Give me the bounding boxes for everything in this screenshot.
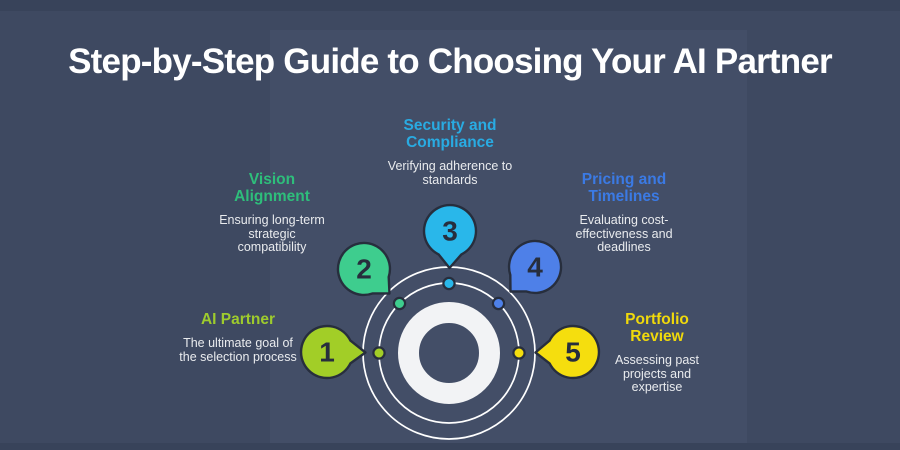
step-dot-4 [491, 296, 506, 311]
background-center-panel [270, 30, 747, 450]
bubble-number-3: 3 [442, 216, 458, 247]
step-description-2: Ensuring long-term strategic compatibili… [219, 213, 325, 254]
step-bubble-1: 1 [299, 324, 367, 380]
bubble-shape-5 [534, 324, 601, 380]
step-text-block-1: AI Partner The ultimate goal of the sele… [158, 311, 318, 364]
step-label-3: Security and Compliance [403, 117, 497, 151]
step-bubble-2: 2 [336, 241, 392, 297]
page-title: Step-by-Step Guide to Choosing Your AI P… [68, 42, 833, 81]
step-label-5: Portfolio Review [625, 311, 689, 345]
step-dot-1 [372, 346, 386, 360]
step-description-3: Verifying adherence to standards [387, 159, 513, 187]
bubble-shape-2 [336, 241, 392, 297]
step-label-1: AI Partner [200, 311, 276, 328]
step-description-4: Evaluating cost-effectiveness and deadli… [575, 213, 673, 254]
bubble-shape-3 [422, 203, 478, 270]
step-bubble-4: 4 [507, 239, 563, 295]
step-bubble-3: 3 [422, 203, 478, 270]
step-text-block-2: Vision Alignment Ensuring long-term stra… [192, 171, 352, 255]
step-dot-2 [392, 296, 407, 311]
background-bottom-band [0, 443, 900, 450]
bubble-number-2: 2 [356, 254, 372, 285]
ring-core [398, 302, 500, 404]
bubble-shape-4 [507, 239, 563, 295]
bubble-number-5: 5 [565, 337, 581, 368]
step-bubble-5: 5 [534, 324, 601, 380]
step-text-block-4: Pricing and Timelines Evaluating cost-ef… [544, 171, 704, 255]
step-description-1: The ultimate goal of the selection proce… [179, 336, 297, 364]
background-top-band [0, 0, 900, 11]
step-description-5: Assessing past projects and expertise [614, 353, 700, 394]
bubble-number-1: 1 [319, 337, 335, 368]
step-label-4: Pricing and Timelines [581, 171, 667, 205]
step-dot-5 [512, 346, 526, 360]
step-label-2: Vision Alignment [234, 171, 310, 205]
step-dot-3 [442, 276, 456, 291]
bubble-shape-1 [299, 324, 367, 380]
step-text-block-3: Security and Compliance Verifying adhere… [370, 117, 530, 187]
bubble-number-4: 4 [527, 252, 543, 283]
step-text-block-5: Portfolio Review Assessing past projects… [577, 311, 737, 395]
